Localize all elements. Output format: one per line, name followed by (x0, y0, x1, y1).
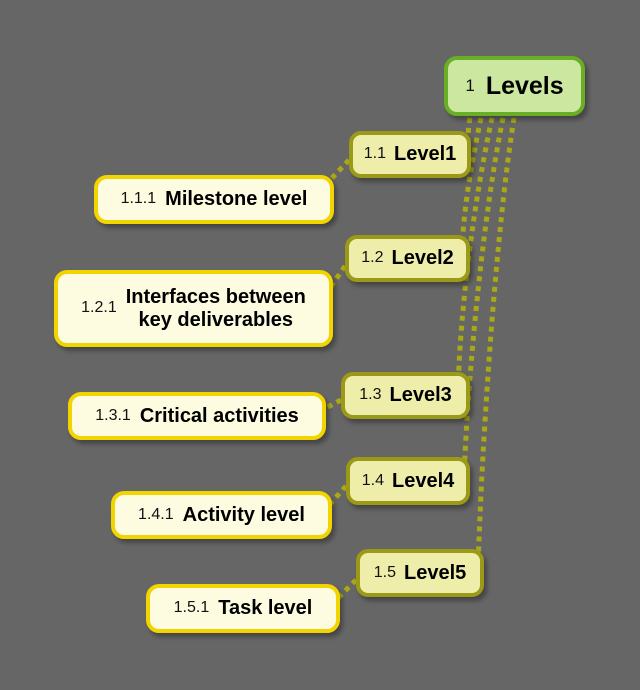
node-number: 1.4 (361, 471, 384, 489)
node-label: Level4 (391, 469, 455, 492)
node-label: Interfaces between key deliverables (125, 286, 306, 331)
node-number: 1.5 (373, 563, 396, 581)
node-level4[interactable]: 1.4 Level4 (346, 457, 470, 505)
node-level3[interactable]: 1.3 Level3 (341, 372, 470, 419)
edge-level4-to-child (328, 484, 348, 506)
node-number: 1.2 (361, 249, 384, 267)
node-label: Critical activities (139, 404, 299, 427)
node-root-levels[interactable]: 1 Levels (444, 56, 585, 116)
node-label: Level1 (393, 143, 457, 166)
node-number: 1.1.1 (120, 190, 157, 208)
node-label: Level2 (391, 247, 454, 270)
node-number: 1 (465, 76, 475, 96)
node-activity-level[interactable]: 1.4.1 Activity level (111, 491, 332, 539)
node-task-level[interactable]: 1.5.1 Task level (146, 584, 340, 633)
edge-root-to-level4 (461, 117, 506, 479)
node-number: 1.2.1 (81, 299, 117, 317)
node-level2[interactable]: 1.2 Level2 (345, 235, 470, 282)
node-label: Level3 (389, 384, 452, 407)
node-level5[interactable]: 1.5 Level5 (356, 549, 484, 597)
node-number: 1.3 (359, 386, 382, 404)
node-label: Milestone level (165, 188, 308, 211)
node-label: Level5 (403, 561, 467, 584)
node-number: 1.1 (363, 145, 386, 163)
node-milestone-level[interactable]: 1.1.1 Milestone level (94, 175, 334, 224)
node-label: Task level (218, 597, 313, 620)
edge-level1-to-child (330, 158, 351, 180)
node-number: 1.3.1 (95, 406, 131, 424)
node-label: Activity level (182, 503, 305, 526)
node-label: Levels (485, 72, 564, 100)
node-level1[interactable]: 1.1 Level1 (349, 131, 471, 178)
edge-level3-to-child (322, 397, 343, 412)
edge-root-to-level5 (475, 117, 517, 569)
node-critical-activities[interactable]: 1.3.1 Critical activities (68, 392, 326, 440)
edge-level5-to-child (336, 578, 358, 600)
node-interfaces-between-key-deliverables[interactable]: 1.2.1 Interfaces between key deliverable… (54, 270, 333, 347)
node-number: 1.5.1 (173, 599, 210, 617)
node-number: 1.4.1 (138, 505, 174, 523)
